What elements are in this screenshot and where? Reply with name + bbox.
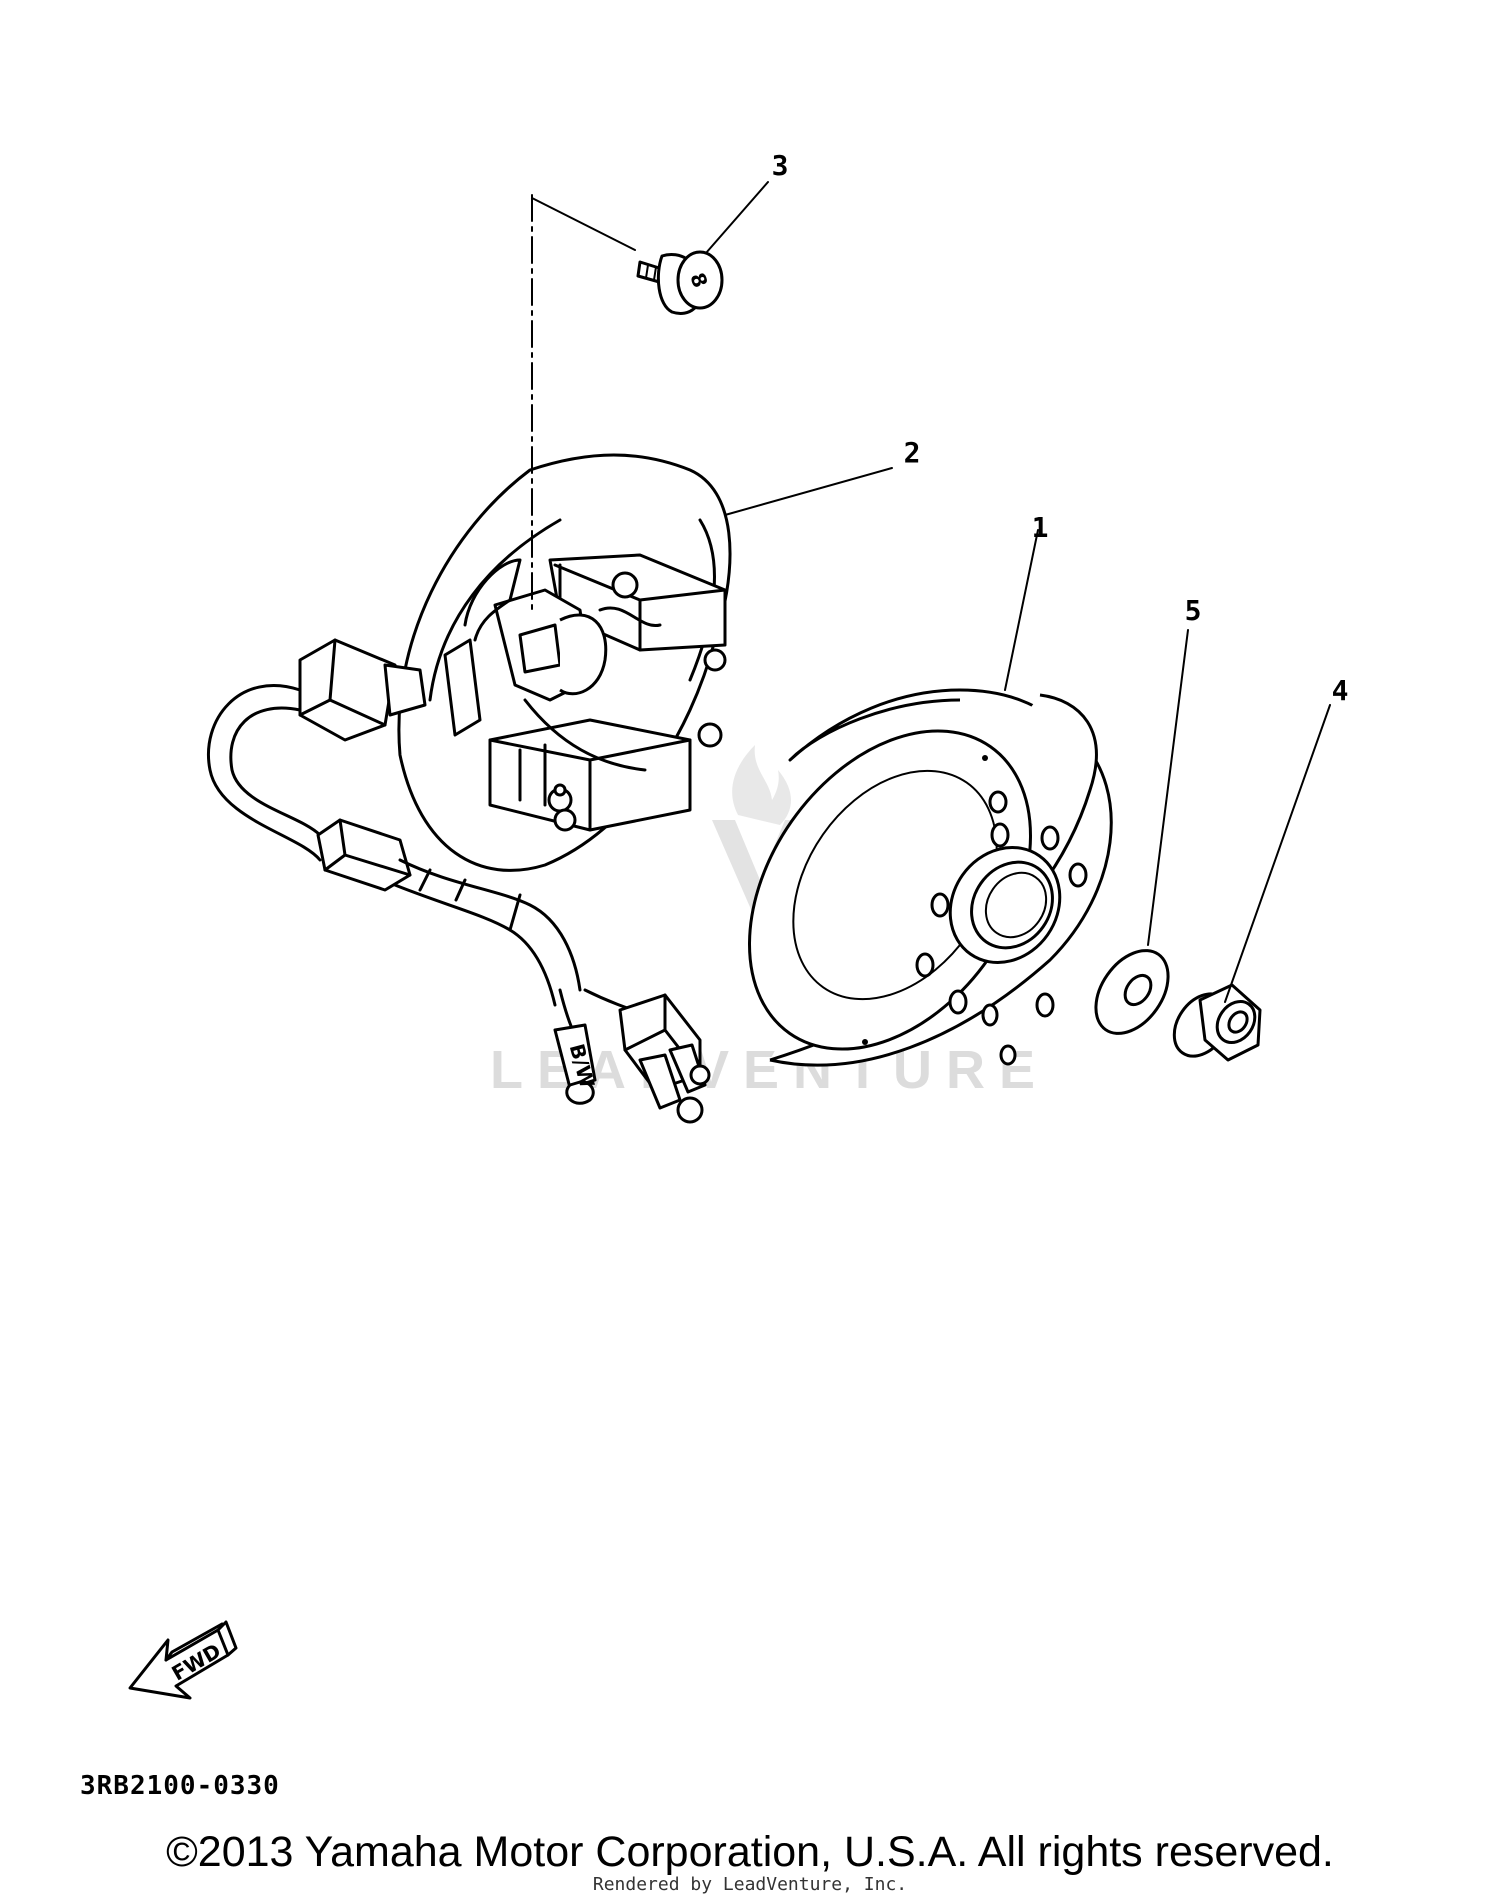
copyright-notice: ©2013 Yamaha Motor Corporation, U.S.A. A…: [166, 1828, 1334, 1876]
stator-assembly: [397, 453, 732, 872]
callout-4: 4: [1332, 674, 1349, 707]
diagram-code: 3RB2100-0330: [80, 1771, 280, 1801]
rendered-by-notice: Rendered by LeadVenture, Inc.: [592, 1874, 908, 1895]
screw: 8: [636, 250, 724, 315]
callout-1: 1: [1032, 511, 1049, 544]
flywheel-rotor: [748, 688, 1113, 1067]
wire-harness: B/W: [207, 638, 711, 1124]
forward-arrow-icon: FWD: [128, 1620, 238, 1700]
callout-2: 2: [904, 436, 921, 469]
callout-labels: 1 2 3 4 5: [772, 149, 1349, 707]
flange-nut: [1172, 983, 1262, 1062]
washer: [1094, 949, 1170, 1035]
callout-3: 3: [772, 149, 789, 182]
callout-5: 5: [1185, 594, 1202, 627]
leader-lines: [531, 181, 1331, 1003]
